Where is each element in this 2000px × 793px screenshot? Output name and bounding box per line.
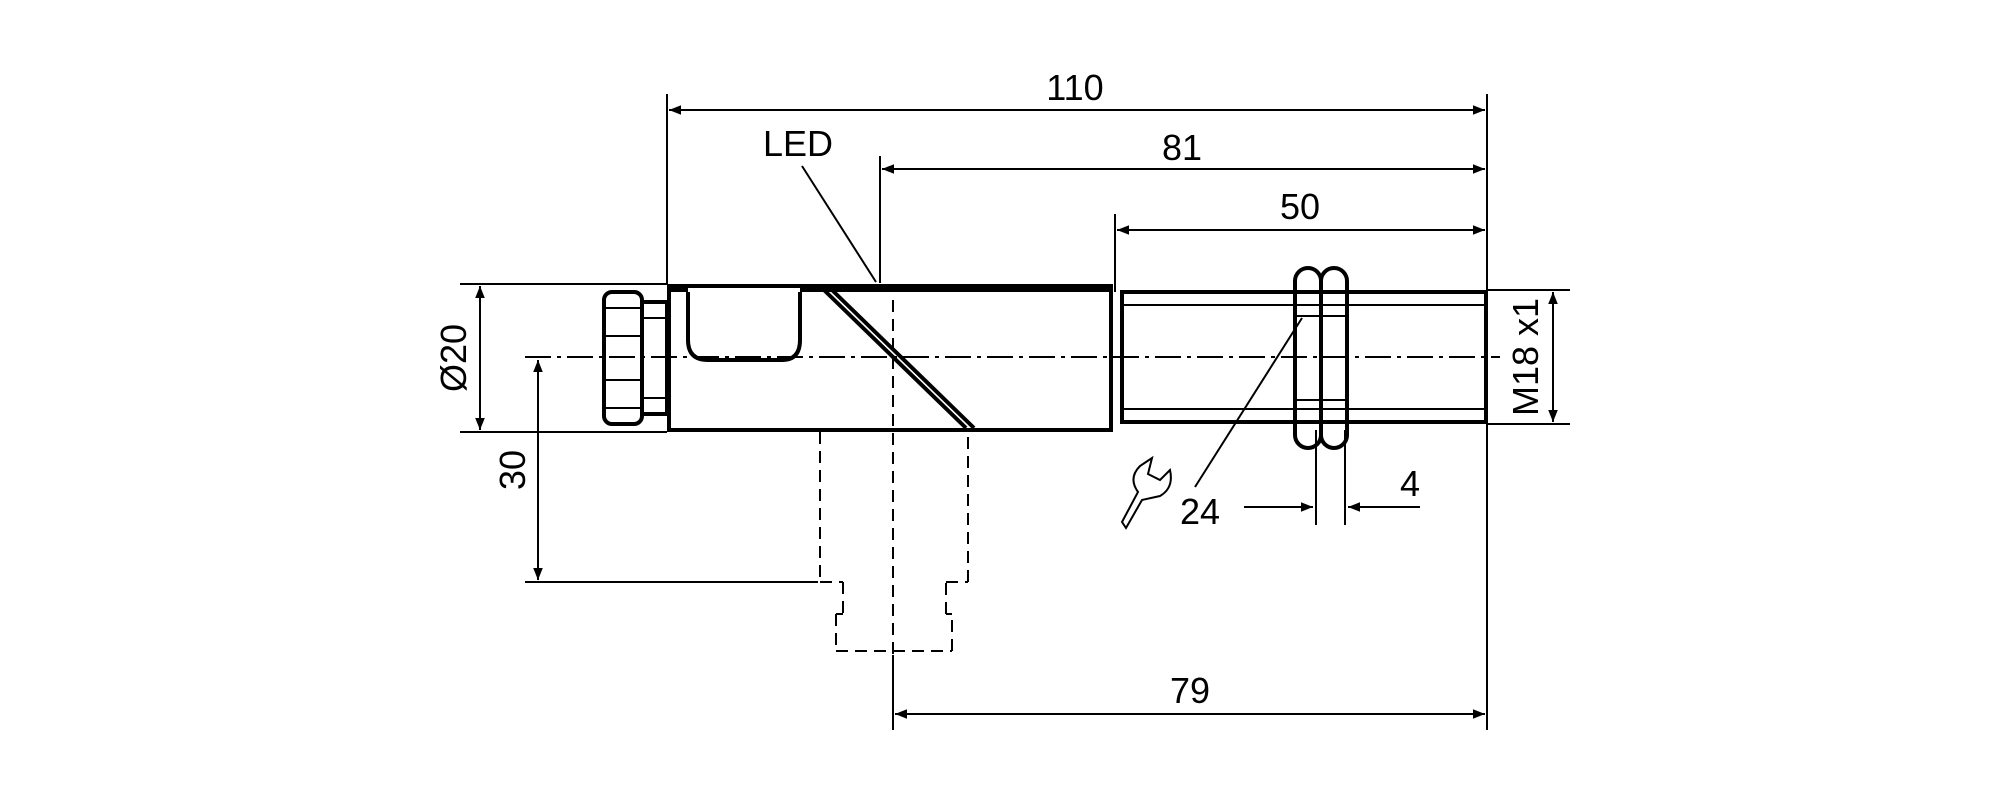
- dimension-label-110: 110: [1046, 67, 1103, 108]
- wrench-leader: [1194, 317, 1303, 488]
- dimension-lines: [475, 105, 1558, 719]
- thread-label: M18 x1: [1505, 298, 1546, 416]
- wrench-size-label: 24: [1180, 491, 1220, 532]
- height-label-30: 30: [492, 450, 533, 490]
- dimension-label-79: 79: [1170, 670, 1210, 711]
- sensor-body: [667, 284, 1113, 432]
- threaded-section: [1120, 290, 1488, 424]
- nut-width-label: 4: [1400, 463, 1420, 504]
- led-leader: [801, 165, 877, 283]
- led-window: [686, 292, 802, 362]
- leader-lines: [801, 165, 1303, 488]
- wrench-icon: [1120, 455, 1172, 530]
- connector-hidden-outline: [819, 300, 969, 655]
- extension-lines: [460, 94, 1570, 730]
- dimension-label-81: 81: [1162, 127, 1202, 168]
- nuts: [1293, 266, 1349, 450]
- dimension-label-50: 50: [1280, 186, 1320, 227]
- led-label: LED: [763, 123, 833, 164]
- diameter-label: Ø20: [433, 324, 474, 392]
